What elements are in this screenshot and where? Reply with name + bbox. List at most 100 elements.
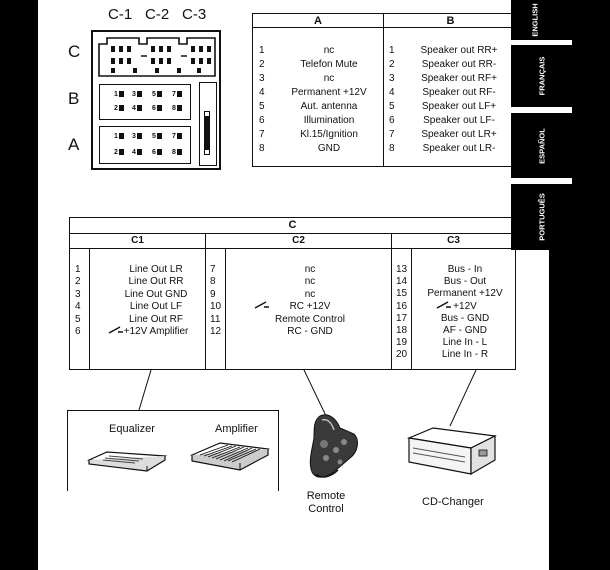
pin-row-b-label: Speaker out LF+ [421,101,497,112]
table-c2-header: C2 [292,235,305,246]
pin-row-c1-label: Line Out RF [129,313,183,325]
pin-row-a-number: 3 [259,73,265,84]
pin-row-c1-number: 6 [75,326,81,337]
pin-row-c2-label: RC +12V [289,301,331,313]
manual-page: C-1 C-2 C-3 C B A 1 3 5 7 2 4 [38,0,549,570]
pin-row-b-number: 4 [389,87,395,98]
pin-row-b-label: Speaker out LR+ [421,129,497,140]
row-label-a: A [68,135,80,154]
pin-row-c1-label: Line Out LF [129,301,183,313]
pin-row-b-label: Speaker out RR+ [420,45,498,56]
tab-espanol[interactable]: ESPAÑOL [511,113,572,178]
pin-row-c2-number: 9 [210,288,216,300]
pin-row-b-number: 3 [389,73,395,84]
connector-b-block: 1 3 5 7 2 4 6 8 [99,84,191,120]
amplifier-icon [190,442,270,471]
pin-row-c3-number: 16 [396,300,408,312]
pin-row-c3-label: Bus - Out [443,276,487,288]
table-c3-header: C3 [447,235,460,246]
table-header-a: A [314,15,322,27]
pin-row-a-label: Aut. antenna [300,101,358,112]
pin-row-b-number: 8 [389,143,395,154]
pin-row-c3-number: 18 [396,325,408,336]
pin-row-b-number: 7 [389,129,395,140]
pin-row-c2-number: 10 [210,301,222,313]
pin-row-c1-label: +12V Amplifier [123,326,189,337]
pin-row-c3-number: 14 [396,276,408,288]
tab-francais[interactable]: FRANÇAIS [511,45,572,107]
pin-row-b-number: 6 [389,115,395,126]
pin-row-c3-number: 20 [396,349,408,361]
pin-row-c1-label: Line Out LR [129,264,183,275]
connector-c-block [98,37,216,77]
pin-row-c3-label: +12V [453,300,477,312]
pin-row-a-label: Permanent +12V [291,87,367,98]
pin-row-c1-label: Line Out GND [124,288,188,300]
pin-row-a-label: GND [317,143,341,154]
pin-row-b-label: Speaker out LR- [422,143,496,154]
pin-row-c1-number: 5 [75,313,81,325]
pin-row-c1-number: 1 [75,264,81,275]
pin-row-c3-label: AF - GND [443,325,487,336]
table-header-b: B [446,15,455,27]
pin-row-c3-number: 17 [396,312,408,324]
pin-row-c3-number: 19 [396,337,408,349]
pin-row-a-label: nc [323,73,335,84]
pin-row-c2-label: RC - GND [287,326,333,337]
pin-row-b-number: 5 [389,101,395,112]
pin-row-a-number: 6 [259,115,265,126]
equalizer-label: Equalizer [109,423,155,435]
table-c-title: C [288,219,297,231]
tab-english[interactable]: ENGLISH [511,0,572,40]
column-label-c3: C-3 [182,6,207,23]
pin-row-a-label: Kl.15/Ignition [300,129,358,140]
cd-changer-icon [407,427,497,476]
table-c1-header: C1 [131,235,144,246]
tab-portugues[interactable]: PORTUGUÊS [511,184,572,250]
pin-row-c1-label: Line Out RR [128,276,184,288]
connector-latch [199,82,217,166]
pin-row-c2-number: 7 [210,264,216,275]
pin-row-c2-label: nc [304,288,316,300]
power-symbol-icon [108,326,123,334]
pin-row-b-number: 1 [389,45,395,56]
pin-row-a-number: 5 [259,101,265,112]
connection-lines [138,369,477,427]
pin-row-c2-number: 11 [210,313,221,325]
equalizer-icon [87,451,167,472]
column-label-c1: C-1 [108,6,133,23]
pin-row-a-number: 2 [259,59,265,70]
pin-row-c2-label: nc [304,276,316,288]
pin-row-c3-label: Bus - GND [440,312,490,324]
pin-row-c1-number: 4 [75,301,81,313]
pin-row-a-number: 7 [259,129,265,140]
amplifier-label: Amplifier [215,423,258,435]
pin-row-c3-label: Line In - L [442,337,488,349]
remote-control-icon [309,414,358,478]
remote-control-label: Remote Control [306,490,346,515]
pin-row-c2-number: 12 [210,326,222,337]
pin-row-a-label: Illumination [303,115,355,126]
pin-row-c3-number: 13 [396,264,408,275]
cd-changer-label: CD-Changer [422,496,484,508]
pin-row-b-label: Speaker out RR- [421,59,497,70]
connector-a-block: 1 3 5 7 2 4 6 8 [99,126,191,164]
pin-row-a-number: 8 [259,143,265,154]
row-label-c: C [68,42,81,61]
pin-row-a-number: 4 [259,87,265,98]
pin-row-c3-number: 15 [396,288,408,300]
pin-row-c1-number: 3 [75,288,81,300]
pin-row-c2-number: 8 [210,276,216,288]
pin-row-a-label: nc [323,45,335,56]
devices-frame [67,410,279,491]
iso-connector: 1 3 5 7 2 4 6 8 1 3 5 7 2 4 6 8 [91,30,221,170]
pin-row-c3-label: Bus - In [447,264,483,275]
pin-row-c1-number: 2 [75,276,81,288]
pin-row-b-number: 2 [389,59,395,70]
pin-row-a-number: 1 [259,45,265,56]
power-symbol-icon [436,301,451,309]
pin-row-b-label: Speaker out LF- [423,115,495,126]
pin-row-c2-label: nc [304,264,316,275]
